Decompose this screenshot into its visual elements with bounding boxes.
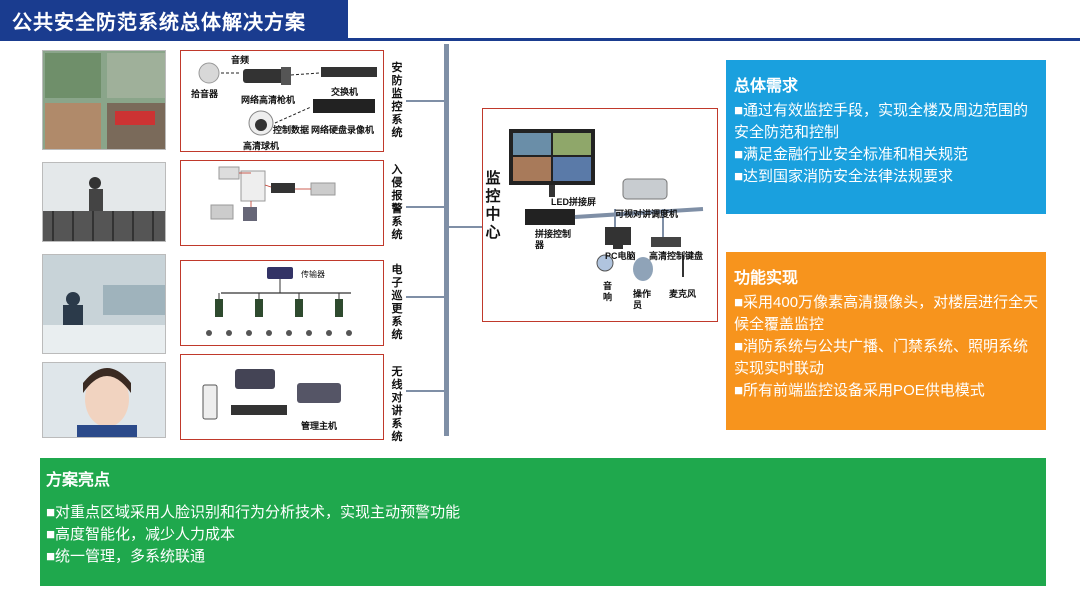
highlight-item: ■高度智能化，减少人力成本 xyxy=(46,526,236,543)
functions-panel: 功能实现 ■采用400万像素高清摄像头，对楼层进行全天候全覆盖监控 ■消防系统与… xyxy=(726,252,1046,430)
subsystem-label-intrusion: 入侵报警系统 xyxy=(391,164,403,241)
label-microphone: 麦克风 xyxy=(669,289,697,299)
label-pc: PC电脑 xyxy=(605,251,636,261)
title-bar: 公共安全防范系统总体解决方案 xyxy=(0,0,348,38)
label-speaker: 音响 xyxy=(603,281,613,302)
surveillance-photo xyxy=(42,50,166,150)
highlight-item: ■统一管理，多系统联通 xyxy=(46,548,206,565)
highlight-item: ■对重点区域采用人脸识别和行为分析技术，实现主动预警功能 xyxy=(46,504,461,521)
page-title: 公共安全防范系统总体解决方案 xyxy=(12,12,306,34)
intrusion-photo xyxy=(42,162,166,242)
requirements-title: 总体需求 xyxy=(734,78,799,95)
requirements-panel: 总体需求 ■通过有效监控手段，实现全楼及周边范围的安全防范和控制 ■满足金融行业… xyxy=(726,60,1046,214)
highlights-panel: 方案亮点 ■对重点区域采用人脸识别和行为分析技术，实现主动预警功能 ■高度智能化… xyxy=(40,458,1046,586)
label-splicing-controller: 拼接控制器 xyxy=(535,229,572,250)
operator-photo xyxy=(42,362,166,438)
label-sound-pickup: 拾音器 xyxy=(191,89,219,99)
label-hd-keyboard: 高清控制键盘 xyxy=(649,251,704,261)
connector-cctv xyxy=(406,100,444,102)
connector-intercom xyxy=(406,390,444,392)
connector-intrusion xyxy=(406,206,444,208)
subsystem-label-intercom: 无线对讲系统 xyxy=(391,366,403,443)
label-audio: 音频 xyxy=(231,55,250,65)
subsystem-box-intercom: 管理主机 xyxy=(180,354,384,440)
label-network-camera: 网络高清枪机 xyxy=(241,95,296,105)
function-item: ■消防系统与公共广播、门禁系统、照明系统实现实时联动 xyxy=(734,338,1029,377)
system-bus-line xyxy=(444,44,449,436)
control-room-photo xyxy=(42,254,166,354)
connector-center xyxy=(449,226,483,228)
title-rule xyxy=(0,38,1080,41)
subsystem-box-patrol: 传输器 xyxy=(180,260,384,346)
label-control-data: 控制数据 xyxy=(273,125,310,135)
subsystem-box-intrusion xyxy=(180,160,384,246)
highlights-title: 方案亮点 xyxy=(46,472,111,489)
label-management-host: 管理主机 xyxy=(301,421,338,431)
requirement-item: ■满足金融行业安全标准和相关规范 xyxy=(734,146,969,163)
label-operator: 操作员 xyxy=(633,289,652,310)
label-transmitter: 传输器 xyxy=(301,270,325,279)
subsystem-box-cctv: 音频 拾音器 网络高清枪机 控制数据 交换机 网络硬盘录像机 高清球机 xyxy=(180,50,384,152)
label-video-intercom-dispatcher: 可视对讲调度机 xyxy=(615,209,679,219)
label-nvr: 网络硬盘录像机 xyxy=(311,125,375,135)
requirement-item: ■通过有效监控手段，实现全楼及周边范围的安全防范和控制 xyxy=(734,102,1029,141)
function-item: ■所有前端监控设备采用POE供电模式 xyxy=(734,382,985,399)
center-title: 监控中心 xyxy=(485,170,501,241)
monitoring-center-box: LED拼接屏 拼接控制器 可视对讲调度机 PC电脑 高清控制键盘 音响 操作员 … xyxy=(482,108,718,322)
subsystem-label-patrol: 电子巡更系统 xyxy=(391,264,403,341)
functions-title: 功能实现 xyxy=(734,270,799,287)
label-dome-camera: 高清球机 xyxy=(243,141,280,151)
label-switch: 交换机 xyxy=(331,87,359,97)
requirement-item: ■达到国家消防安全法律法规要求 xyxy=(734,168,954,185)
label-led-wall: LED拼接屏 xyxy=(551,197,597,207)
subsystem-label-cctv: 安防监控系统 xyxy=(391,62,403,139)
connector-patrol xyxy=(406,296,444,298)
function-item: ■采用400万像素高清摄像头，对楼层进行全天候全覆盖监控 xyxy=(734,294,1039,333)
